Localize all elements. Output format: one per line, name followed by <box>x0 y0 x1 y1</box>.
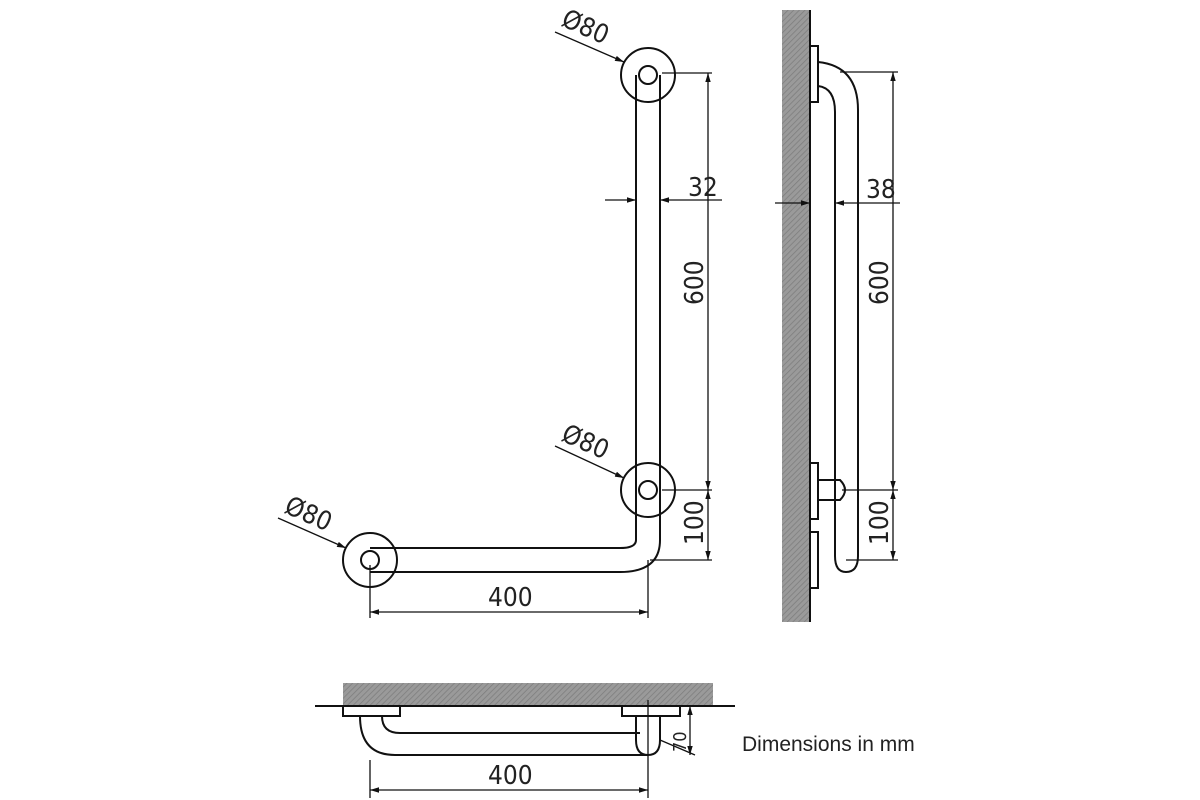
front-view: Ø80 Ø80 Ø80 32 600 100 400 <box>277 4 722 618</box>
projection-label: 70 <box>670 731 691 752</box>
vertical-length-label: 600 <box>680 260 710 305</box>
grab-bar-tube <box>370 75 661 573</box>
side-vertical-length-label: 600 <box>865 260 895 305</box>
diameter-label-middle: Ø80 <box>557 419 613 466</box>
rosette-top <box>620 47 676 103</box>
top-length-label: 400 <box>488 761 533 791</box>
tube-diameter-label: 32 <box>688 173 718 203</box>
side-view: 38 600 100 <box>775 10 900 622</box>
diameter-label-top: Ø80 <box>557 4 613 51</box>
lower-offset-label: 100 <box>680 500 710 545</box>
horizontal-length-label: 400 <box>488 583 533 613</box>
wall-top <box>343 683 713 705</box>
wall <box>782 10 810 622</box>
units-note: Dimensions in mm <box>742 733 915 756</box>
side-lower-offset-label: 100 <box>865 500 895 545</box>
wall-clearance-label: 38 <box>866 175 896 205</box>
top-view: 400 70 <box>315 683 735 798</box>
